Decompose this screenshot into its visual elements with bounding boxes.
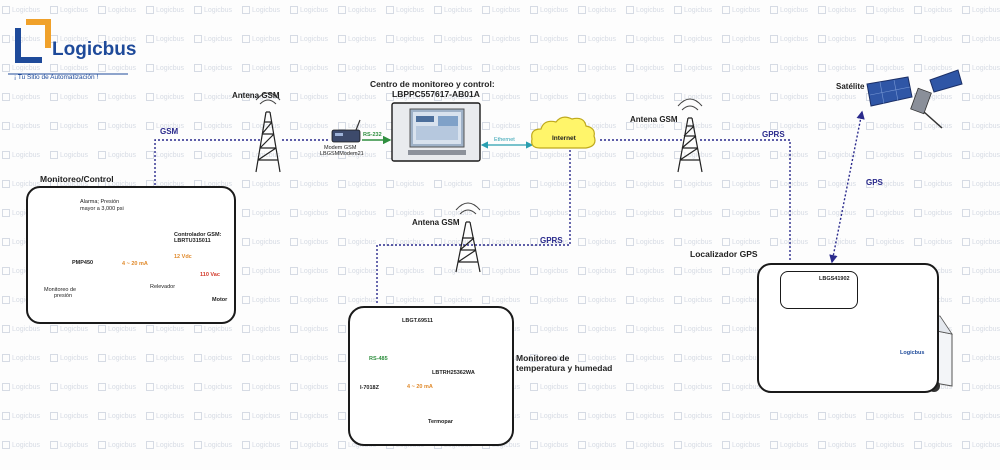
logicbus-logo-icon (15, 19, 51, 63)
gateway-label: LBGT.69511 (402, 318, 433, 324)
gps-panel-title: Localizador GPS (690, 249, 758, 259)
tank-label-2: presión (54, 293, 73, 299)
control-current-label: 4 ~ 20 mA (122, 261, 148, 267)
gps-device-label: LBGS41902 (819, 276, 850, 282)
internet-label: Internet (552, 135, 576, 142)
brand-tagline: ¡ Tu Sitio de Automatización ! (14, 74, 99, 81)
control-panel-title: Monitoreo/Control (40, 174, 114, 184)
control-panel (26, 186, 236, 324)
module-label: I-7018Z (360, 385, 379, 391)
gps-device-callout (780, 271, 858, 309)
modem-label-1: Modem GSM (324, 145, 357, 151)
monitoring-panel-pc-icon (391, 102, 481, 162)
internet-cloud-icon (531, 116, 596, 149)
center-title: Centro de monitoreo y control: (370, 79, 495, 89)
thermocouple-label: Termopar (428, 419, 453, 425)
temp-current-label: 4 ~ 20 mA (407, 384, 433, 390)
relay-label: Relevador (150, 284, 176, 290)
sensor-label: PMP450 (72, 260, 94, 266)
controller-label-1: Controlador GSM: (174, 232, 222, 238)
link-gps-label: GPS (866, 178, 883, 187)
alarm-text-2: mayor a 3,000 psi (80, 206, 124, 212)
antenna-left-label: Antena GSM (232, 91, 280, 100)
temperature-panel (348, 306, 514, 446)
controller-label-2: LBRTU315011 (174, 238, 211, 244)
link-gprs-right-label: GPRS (762, 130, 785, 139)
modem-label-2: LBGSMModem21 (320, 151, 364, 157)
link-rs232-label: RS-232 (363, 132, 382, 138)
antenna-tower-middle-icon (455, 202, 481, 273)
link-gprs-middle-label: GPRS (540, 236, 563, 245)
antenna-tower-right-icon (677, 98, 703, 173)
link-gsm-label: GSM (160, 127, 179, 136)
antenna-right-label: Antena GSM (630, 115, 678, 124)
antenna-middle-label: Antena GSM (412, 218, 460, 227)
antenna-tower-left-icon (255, 92, 281, 173)
truck-brand-label: Logicbus (900, 350, 925, 356)
temp-panel-title-1: Monitoreo de (516, 353, 570, 363)
rs485-label: RS-485 (369, 356, 388, 362)
link-ethernet-label: Ethernet (494, 137, 515, 143)
alarm-text-1: Alarma; Presión (80, 199, 120, 205)
satellite-icon (866, 69, 963, 129)
center-subtitle: LBPPC557617-AB01A (392, 89, 480, 99)
vac-label: 110 Vac (200, 272, 220, 278)
transmitter-label: LBTRH25362WA (432, 370, 475, 376)
temp-panel-title-2: temperatura y humedad (516, 363, 613, 373)
tank-label-1: Monitoreo de (44, 287, 77, 293)
satellite-label: Satélite (836, 82, 865, 91)
vdc-label: 12 Vdc (174, 254, 192, 260)
motor-label: Motor (212, 297, 228, 303)
gsm-modem-icon (331, 119, 361, 143)
brand-logo-text: Logicbus (52, 39, 137, 60)
